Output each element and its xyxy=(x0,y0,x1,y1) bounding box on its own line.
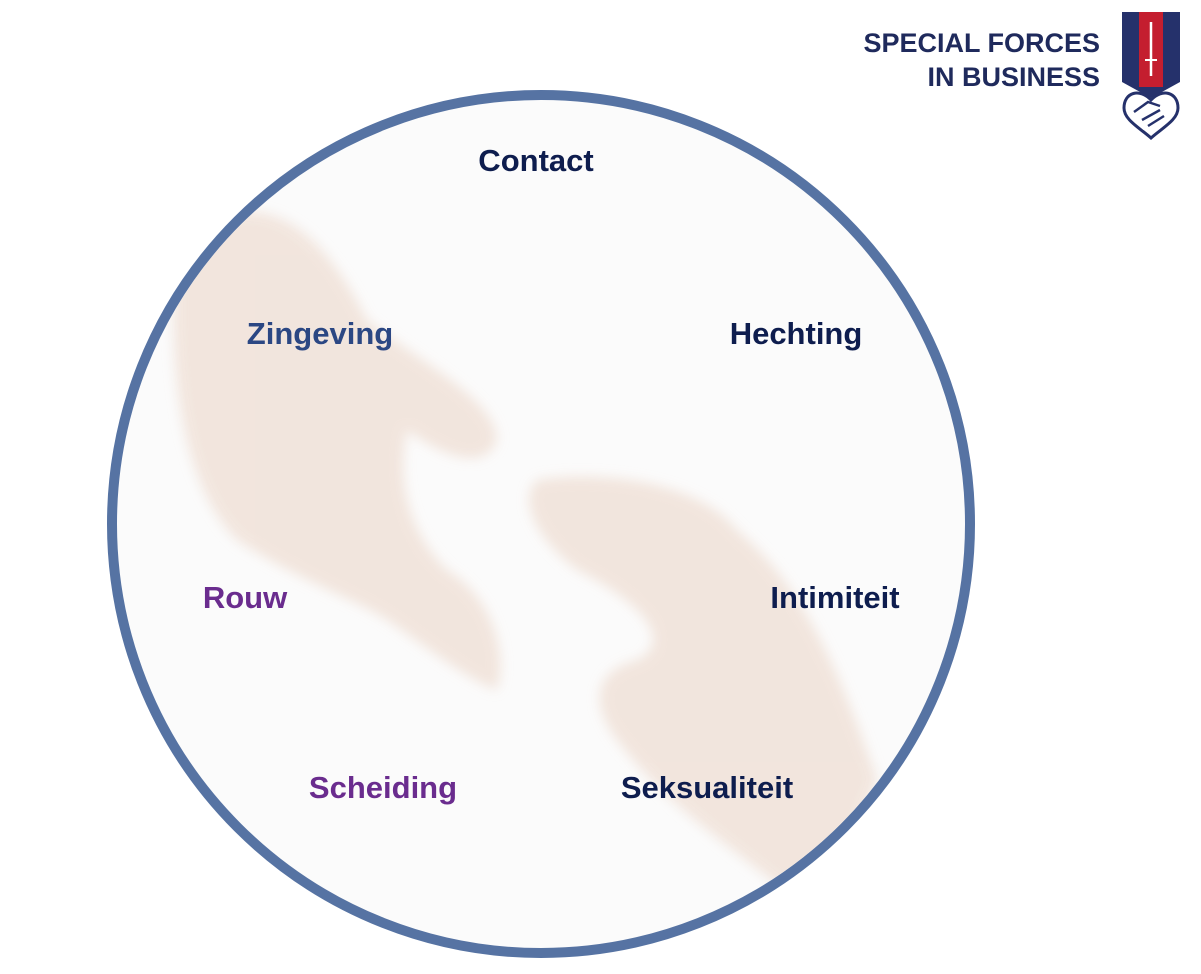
label-intimiteit: Intimiteit xyxy=(770,580,900,615)
medal-handshake-icon xyxy=(1122,12,1180,140)
label-zingeving: Zingeving xyxy=(246,316,394,351)
label-contact: Contact xyxy=(478,143,594,178)
label-seksualiteit: Seksualiteit xyxy=(620,770,794,805)
diagram-circle xyxy=(107,90,975,958)
label-hechting: Hechting xyxy=(729,316,863,351)
label-scheiding: Scheiding xyxy=(308,770,458,805)
label-rouw: Rouw xyxy=(202,580,288,615)
logo: SPECIAL FORCES IN BUSINESS xyxy=(863,6,1195,146)
hands-background-image xyxy=(173,211,877,920)
logo-line-2: IN BUSINESS xyxy=(927,62,1100,92)
logo-line-1: SPECIAL FORCES xyxy=(863,28,1100,58)
